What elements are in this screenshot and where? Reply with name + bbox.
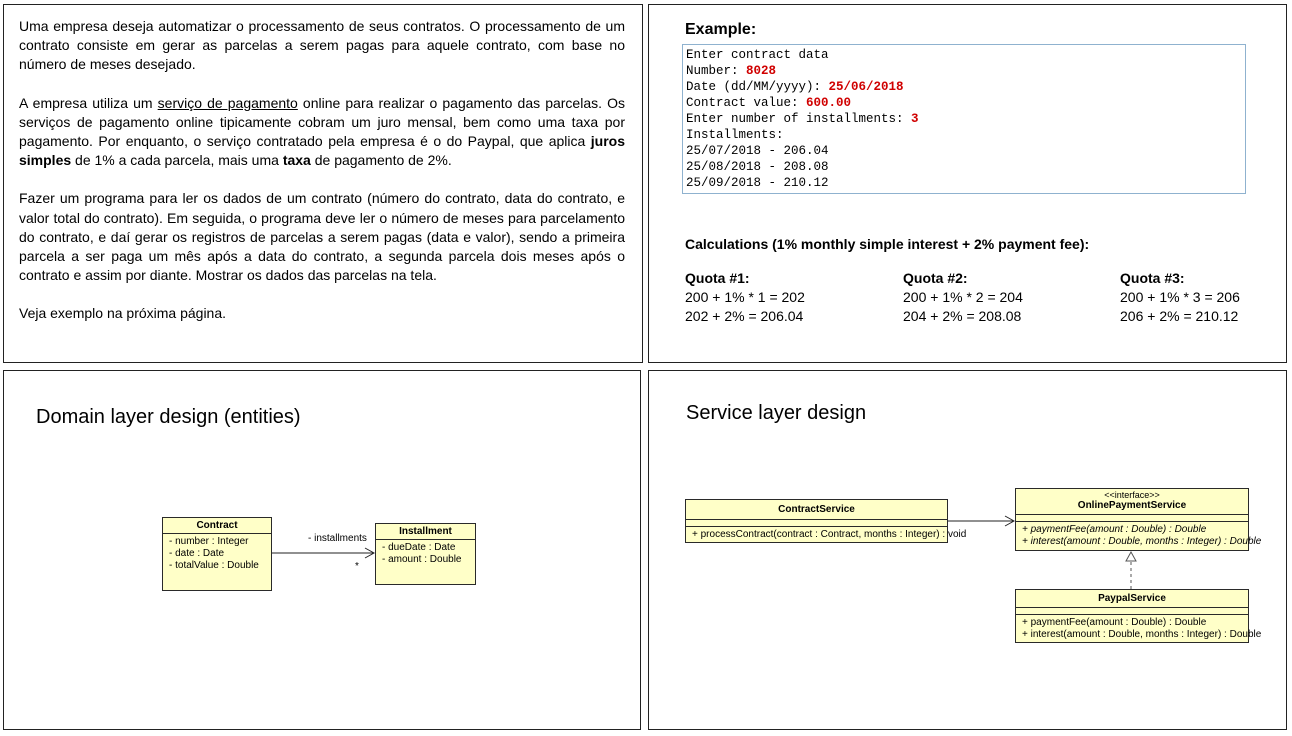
console-line: Installments:	[686, 128, 784, 142]
quota-line: 200 + 1% * 3 = 206	[1120, 289, 1240, 305]
payment-service-underlined: serviço de pagamento	[157, 94, 298, 111]
online-payment-service-interface: <<interface>> OnlinePaymentService + pay…	[1015, 488, 1262, 551]
paypal-service-class: PaypalService + paymentFee(amount : Doub…	[1015, 589, 1262, 644]
console-line: 25/08/2018 - 208.08	[686, 160, 829, 174]
quota-line: 202 + 2% = 206.04	[685, 308, 804, 324]
class-name: OnlinePaymentService	[1077, 500, 1187, 511]
service-arrows	[948, 515, 1137, 589]
quota-line: 200 + 1% * 1 = 202	[685, 289, 805, 305]
text-span: online para realizar o pagamento das par…	[19, 94, 625, 150]
console-label: Number:	[686, 64, 747, 78]
description-paragraph-4: Veja exemplo na próxima página.	[19, 305, 227, 322]
description-paragraph-2: A empresa utiliza um serviço de pagament…	[19, 94, 625, 171]
association-multiplicity: *	[355, 561, 359, 572]
class-attribute: - number : Integer	[169, 536, 249, 547]
quota-1: Quota #1: 200 + 1% * 1 = 202 202 + 2% = …	[685, 269, 805, 326]
text-span: A empresa utiliza um	[19, 94, 158, 111]
class-operation: + processContract(contract : Contract, m…	[692, 529, 967, 540]
console-line: 25/09/2018 - 210.12	[686, 176, 829, 190]
quota-3: Quota #3: 200 + 1% * 3 = 206 206 + 2% = …	[1120, 269, 1240, 326]
quota-line: 206 + 2% = 210.12	[1120, 308, 1239, 324]
console-line: Enter contract data	[686, 48, 829, 62]
installment-class: Installment - dueDate : Date - amount : …	[375, 523, 476, 585]
class-operation: + paymentFee(amount : Double) : Double	[1022, 617, 1207, 628]
quota-title: Quota #1:	[685, 270, 750, 286]
class-name: Installment	[376, 524, 475, 540]
console-line: Contract value: 600.00	[686, 95, 1242, 111]
console-input-value: 600.00	[806, 96, 852, 110]
domain-title: Domain layer design (entities)	[36, 406, 301, 428]
class-attribute: - dueDate : Date	[382, 542, 456, 553]
description-text: Uma empresa deseja automatizar o process…	[19, 17, 625, 343]
association-label: - installments	[308, 533, 367, 544]
quota-title: Quota #2:	[903, 270, 968, 286]
class-attribute: - amount : Double	[382, 554, 462, 565]
text-span: de pagamento de 2%.	[310, 152, 452, 169]
console-label: Enter number of installments:	[686, 112, 912, 126]
class-attributes-empty	[1016, 515, 1248, 522]
example-panel: Example: Enter contract data Number: 802…	[648, 4, 1287, 363]
console-input-value: 25/06/2018	[828, 80, 904, 94]
class-attributes-empty	[1016, 608, 1248, 615]
console-label: Date (dd/MM/yyyy):	[686, 80, 829, 94]
service-layer-panel: Service layer design ContractService + p…	[648, 370, 1287, 730]
domain-layer-panel: Domain layer design (entities) Contract …	[3, 370, 641, 730]
description-panel: Uma empresa deseja automatizar o process…	[3, 4, 643, 363]
quota-2: Quota #2: 200 + 1% * 2 = 204 204 + 2% = …	[903, 269, 1023, 326]
quota-line: 200 + 1% * 2 = 204	[903, 289, 1023, 305]
simple-interest-bold: juros simples	[19, 133, 625, 169]
description-paragraph-3: Fazer um programa para ler os dados de u…	[19, 190, 625, 284]
association-arrow	[272, 547, 376, 559]
fee-bold: taxa	[282, 152, 311, 169]
console-line: Enter number of installments: 3	[686, 111, 1242, 127]
interface-header: <<interface>> OnlinePaymentService	[1016, 489, 1248, 515]
description-paragraph-1: Uma empresa deseja automatizar o process…	[19, 18, 625, 73]
console-line: Date (dd/MM/yyyy): 25/06/2018	[686, 79, 1242, 95]
class-operations: + paymentFee(amount : Double) : Double +…	[1016, 615, 1262, 644]
console-input-value: 3	[911, 112, 919, 126]
class-operations: + paymentFee(amount : Double) : Double +…	[1016, 522, 1262, 551]
class-name: ContractService	[686, 500, 947, 520]
console-input-value: 8028	[746, 64, 777, 78]
console-line: 25/07/2018 - 206.04	[686, 144, 829, 158]
contract-class: Contract - number : Integer - date : Dat…	[162, 517, 272, 591]
console-output: Enter contract data Number: 8028 Date (d…	[682, 44, 1246, 194]
class-attributes-empty	[686, 520, 947, 527]
quota-line: 204 + 2% = 208.08	[903, 308, 1022, 324]
class-name: PaypalService	[1016, 590, 1248, 608]
class-name: Contract	[163, 518, 271, 534]
class-attribute: - totalValue : Double	[169, 560, 259, 571]
contract-service-class: ContractService + processContract(contra…	[685, 499, 967, 544]
console-label: Contract value:	[686, 96, 807, 110]
class-attributes: - dueDate : Date - amount : Double	[376, 540, 475, 569]
class-operations: + processContract(contract : Contract, m…	[686, 527, 967, 544]
example-title: Example:	[685, 21, 757, 38]
class-attributes: - number : Integer - date : Date - total…	[163, 534, 271, 575]
class-operation: + interest(amount : Double, months : Int…	[1022, 629, 1262, 640]
quota-title: Quota #3:	[1120, 270, 1185, 286]
console-line: Number: 8028	[686, 63, 1242, 79]
class-operation: + paymentFee(amount : Double) : Double	[1022, 524, 1207, 535]
class-operation: + interest(amount : Double, months : Int…	[1022, 536, 1262, 547]
text-span: de 1% a cada parcela, mais uma	[71, 152, 283, 169]
service-title: Service layer design	[686, 402, 867, 424]
class-attribute: - date : Date	[169, 548, 225, 559]
interface-stereotype: <<interface>>	[1104, 490, 1160, 500]
calculations-title: Calculations (1% monthly simple interest…	[685, 236, 1090, 252]
